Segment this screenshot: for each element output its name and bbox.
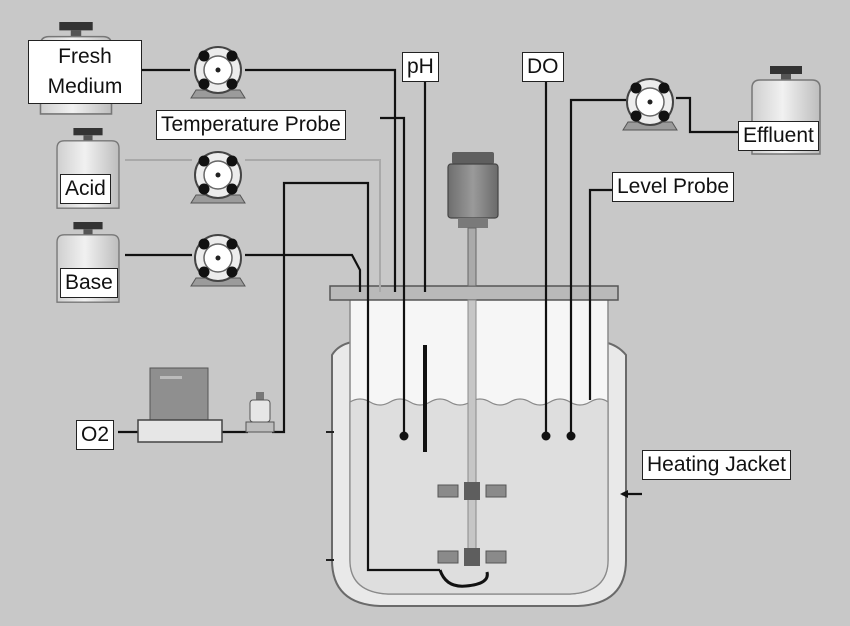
- acid-pump: [190, 151, 246, 204]
- do-probe-tip: [541, 431, 551, 441]
- effluent-pump: [622, 78, 678, 131]
- o2-mass-flow-controller: [137, 367, 223, 443]
- fresh-medium-label: Fresh Medium: [28, 40, 142, 104]
- fresh-medium-label-line2: Medium: [47, 75, 123, 98]
- stirrer-shaft: [467, 299, 477, 563]
- upper-impeller: [437, 481, 507, 501]
- do-label: DO: [522, 52, 564, 82]
- gas-filter: [245, 392, 275, 433]
- fresh-medium-pump: [190, 46, 246, 99]
- acid-label: Acid: [60, 174, 111, 204]
- temperature-probe-tip: [399, 431, 409, 441]
- heating-jacket-label: Heating Jacket: [642, 450, 791, 480]
- effluent-tube-tip: [566, 431, 576, 441]
- temperature-probe-label: Temperature Probe: [156, 110, 346, 140]
- base-pump: [190, 234, 246, 287]
- fresh-medium-label-line1: Fresh: [58, 45, 112, 68]
- tubing: [118, 68, 740, 588]
- ph-label: pH: [402, 52, 439, 82]
- stirrer-assembly: [437, 152, 507, 567]
- acid-tubing: [125, 159, 381, 292]
- effluent-label: Effluent: [738, 121, 819, 151]
- stirrer-motor: [447, 163, 499, 219]
- lower-impeller: [437, 547, 507, 567]
- o2-label: O2: [76, 420, 115, 450]
- base-label: Base: [60, 268, 118, 298]
- head-plate: [329, 285, 619, 301]
- level-probe-label: Level Probe: [612, 172, 735, 202]
